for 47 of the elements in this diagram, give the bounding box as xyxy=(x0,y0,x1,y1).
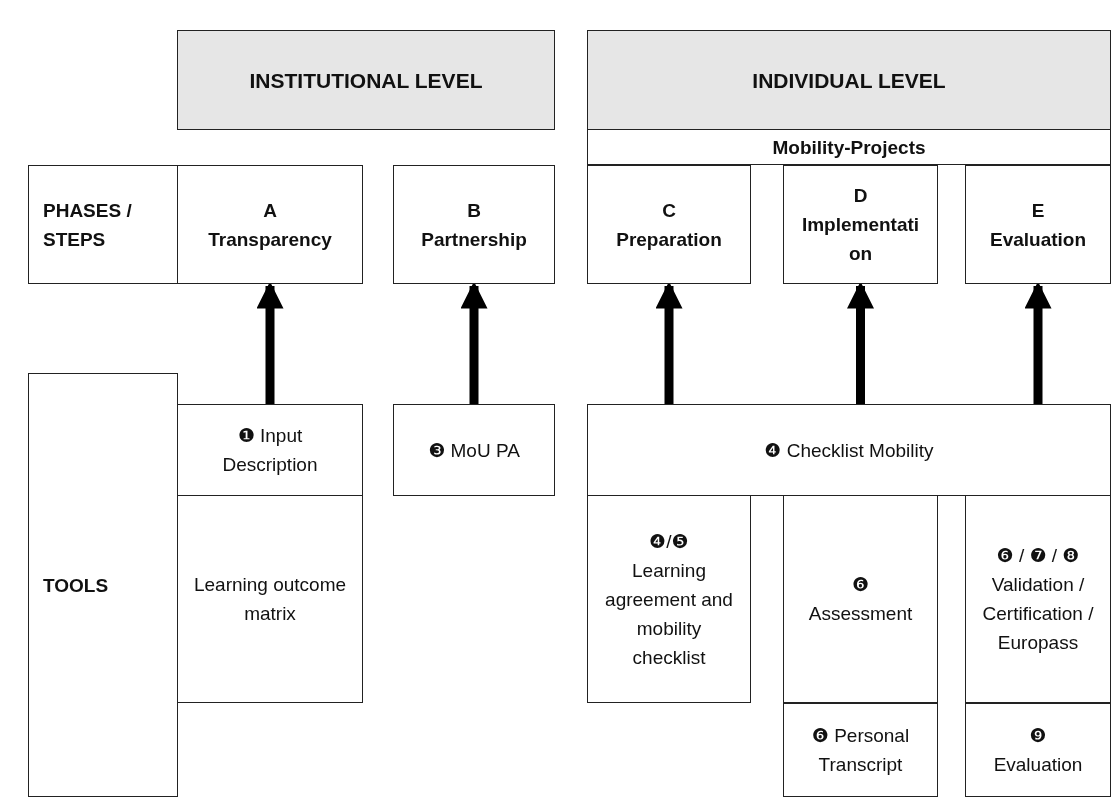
cell-text: Assessment xyxy=(808,602,913,626)
cell-text: Preparation xyxy=(616,227,722,252)
cell-text: Mobility-Projects xyxy=(772,135,926,160)
phase-box xyxy=(587,165,751,284)
phase-box xyxy=(393,165,555,284)
tool-box xyxy=(393,404,555,496)
cell-text: INDIVIDUAL LEVEL xyxy=(752,67,946,94)
cell-text: Learning agreement and mobility checklist xyxy=(604,558,734,670)
cell-text: ❻ Personal Transcript xyxy=(810,724,911,777)
cell-text: B xyxy=(467,198,481,223)
cell-text: ❸ MoU PA xyxy=(428,438,520,463)
row-header xyxy=(28,373,178,797)
project-header xyxy=(587,129,1111,165)
cell-text: Validation / Certification / Europass xyxy=(981,573,1095,655)
cell-text: Implementation xyxy=(800,213,921,266)
cell-text: PHASES / STEPS xyxy=(43,198,133,252)
cell-text: Evaluation xyxy=(989,227,1087,252)
cell-text: INSTITUTIONAL LEVEL xyxy=(249,67,483,94)
cell-text: Transparency xyxy=(208,227,332,252)
tool-box xyxy=(177,495,363,703)
cell-text: Learning outcome matrix xyxy=(192,573,348,626)
tool-box xyxy=(587,495,751,703)
phase-box xyxy=(965,165,1111,284)
tool-box xyxy=(177,404,363,496)
level-header xyxy=(587,30,1111,130)
phase-box xyxy=(783,165,938,284)
cell-text: C xyxy=(662,198,676,223)
cell-text: ❹/❺ xyxy=(649,529,689,554)
tool-box xyxy=(965,703,1111,797)
tool-box xyxy=(783,495,938,703)
cell-text: ❹ Checklist Mobility xyxy=(764,438,934,463)
row-header xyxy=(28,165,178,284)
tool-box xyxy=(965,495,1111,703)
phase-box xyxy=(177,165,363,284)
level-header xyxy=(177,30,555,130)
cell-text: D xyxy=(853,184,868,208)
cell-text: ❻ / ❼ / ❽ xyxy=(996,544,1080,568)
cell-text: ❾ xyxy=(1029,724,1047,748)
cell-text: A xyxy=(263,198,277,223)
cell-text: TOOLS xyxy=(43,573,109,598)
tool-box xyxy=(587,404,1111,496)
cell-text: Partnership xyxy=(421,227,527,252)
cell-text: E xyxy=(1031,198,1045,223)
cell-text: ❻ xyxy=(851,573,869,597)
cell-text: ❶ Input Description xyxy=(221,424,319,477)
tool-box xyxy=(783,703,938,797)
cell-text: Evaluation xyxy=(993,753,1083,777)
